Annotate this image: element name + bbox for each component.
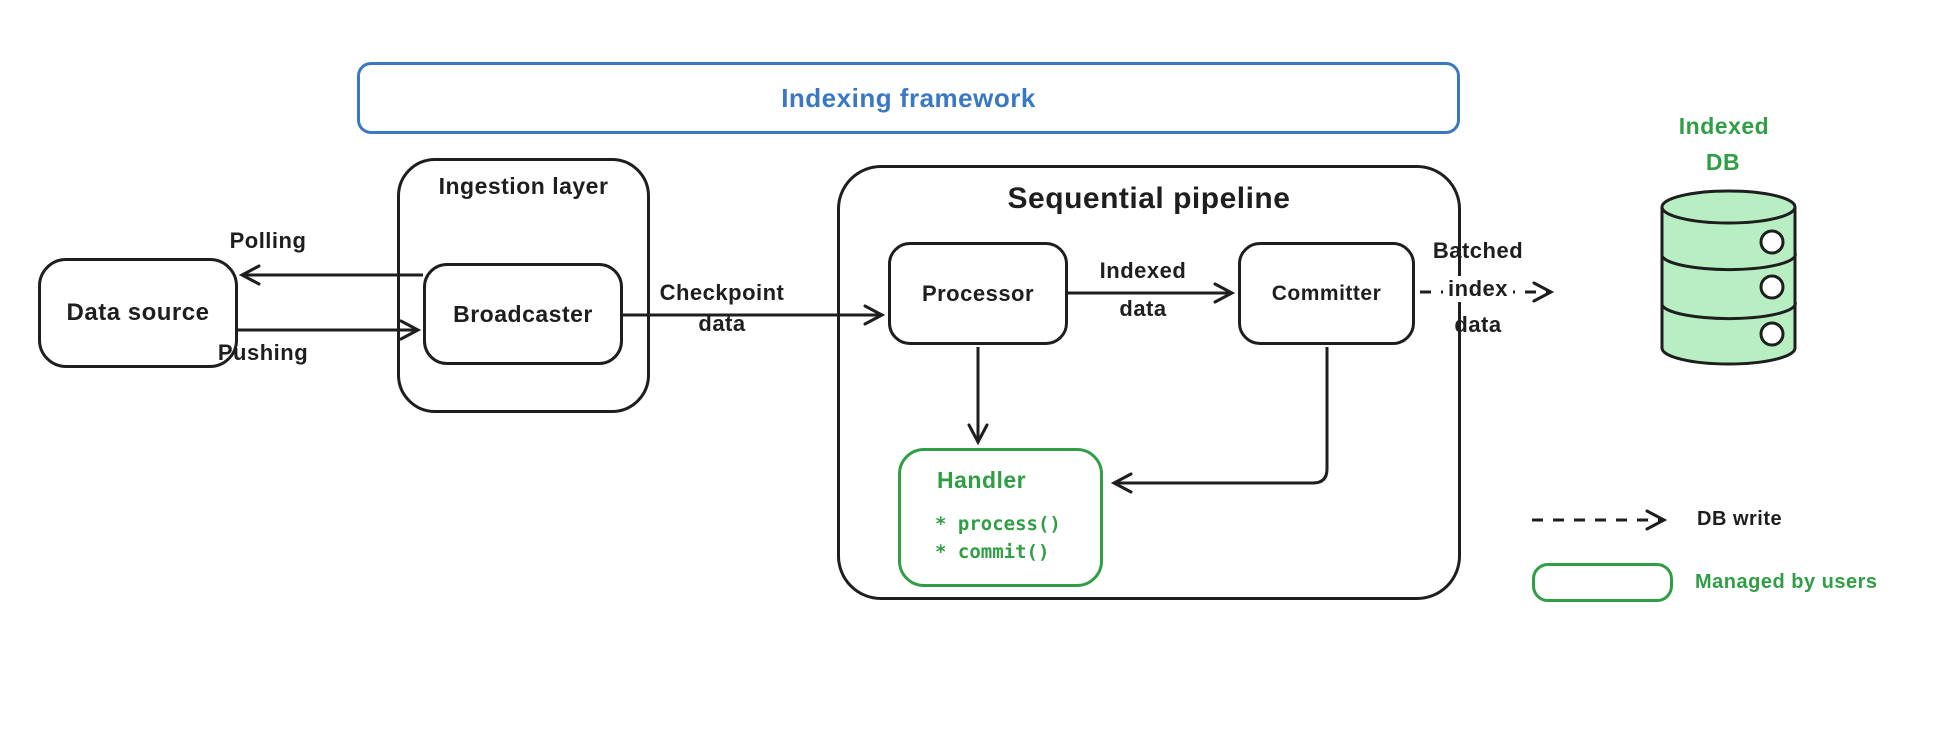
legend-db-write-label: DB write bbox=[1697, 508, 1783, 530]
handler-box: Handler * process() * commit() bbox=[898, 448, 1103, 587]
checkpoint-label-line2: data bbox=[698, 311, 746, 336]
broadcaster-box: Broadcaster bbox=[423, 263, 623, 365]
data-source-box: Data source bbox=[38, 258, 238, 368]
legend-managed-label: Managed by users bbox=[1695, 571, 1878, 593]
indexed-db-label-line2: DB bbox=[1705, 149, 1741, 175]
broadcaster-label: Broadcaster bbox=[453, 300, 593, 327]
processor-box: Processor bbox=[888, 242, 1068, 345]
indexed-data-label-line1: Indexed bbox=[1099, 258, 1187, 283]
handler-method-process: * process() bbox=[935, 513, 1061, 535]
handler-method-commit: * commit() bbox=[935, 541, 1050, 563]
pushing-label: Pushing bbox=[217, 340, 309, 365]
committer-box: Committer bbox=[1238, 242, 1415, 345]
processor-label: Processor bbox=[921, 280, 1035, 306]
indexed-db-label-line1: Indexed bbox=[1678, 113, 1770, 139]
indexed-data-label-line2: data bbox=[1119, 296, 1167, 321]
batched-label-line2: index bbox=[1443, 276, 1513, 302]
checkpoint-label-line1: Checkpoint bbox=[659, 280, 785, 305]
batched-label-line1: Batched bbox=[1432, 238, 1524, 263]
committer-label: Committer bbox=[1271, 281, 1382, 305]
legend-managed-box bbox=[1532, 563, 1673, 602]
indexing-framework-box: Indexing framework bbox=[357, 62, 1460, 134]
ingestion-layer-label: Ingestion layer bbox=[438, 173, 609, 199]
database-icon bbox=[1660, 189, 1797, 366]
sequential-pipeline-label: Sequential pipeline bbox=[1007, 182, 1291, 215]
data-source-label: Data source bbox=[66, 299, 210, 326]
batched-label-line3: data bbox=[1454, 312, 1502, 337]
handler-label: Handler bbox=[937, 467, 1027, 493]
indexing-framework-label: Indexing framework bbox=[781, 82, 1036, 113]
polling-label: Polling bbox=[229, 228, 307, 253]
